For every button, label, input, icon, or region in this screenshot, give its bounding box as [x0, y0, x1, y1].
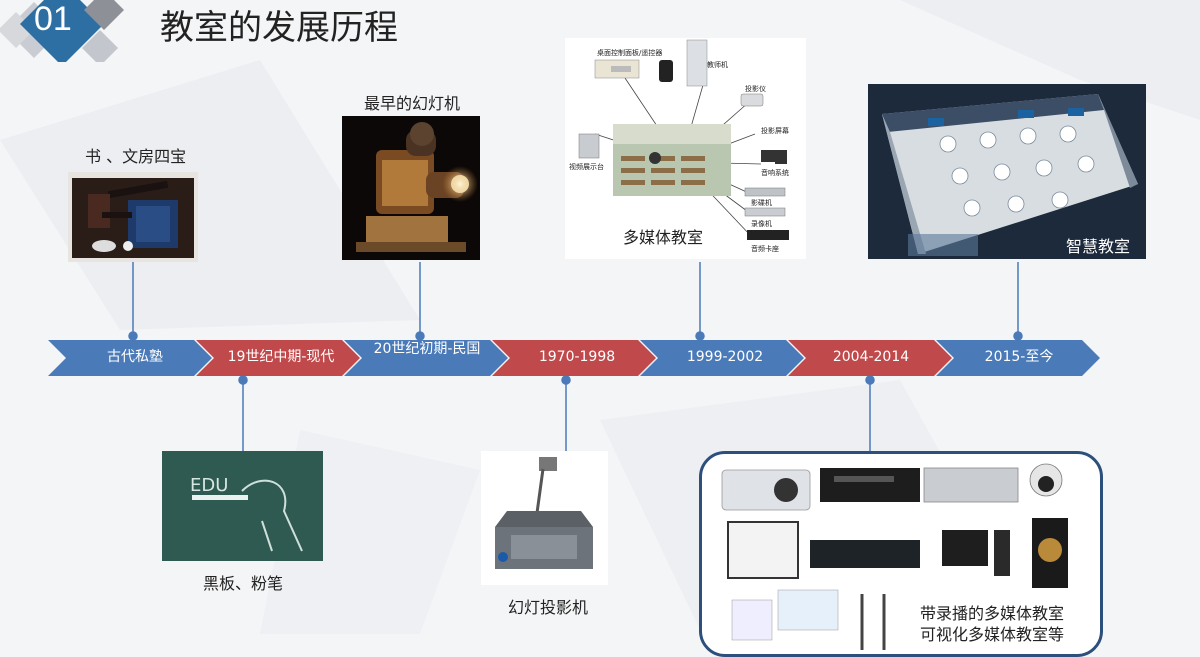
diagram-label-recorder: 录像机: [751, 220, 772, 228]
timeline-segment: [492, 340, 656, 376]
timeline-label-20th-century: 20世纪初期-民国: [373, 341, 481, 357]
caption-multimedia: 多媒体教室: [623, 228, 704, 247]
caption-smart-classroom: 智慧教室: [1066, 237, 1131, 256]
timeline-segment: [196, 340, 360, 376]
timeline-label-ancient: 古代私塾: [107, 349, 163, 365]
timeline-connectors: [128, 262, 1023, 451]
diagram-label-amp: 音频卡座: [751, 245, 779, 253]
caption-books: 书 、文房四宝: [85, 147, 187, 166]
magic-lantern-image: [342, 116, 480, 260]
timeline-label-1999: 1999-2002: [686, 349, 764, 365]
timeline-segment: [788, 340, 952, 376]
timeline-segment: [936, 340, 1100, 376]
timeline-segment: [48, 340, 212, 376]
diagram-label-visualizer: 视频展示台: [569, 163, 604, 171]
timeline-label-2004: 2004-2014: [832, 349, 910, 365]
caption-recording-line2: 可视化多媒体教室等: [920, 625, 1065, 644]
diagram-label-screen: 投影屏幕: [761, 127, 789, 135]
timeline-bar: [48, 340, 1100, 376]
diagram-label-teacher-pc: 教师机: [707, 61, 728, 69]
diagram-label-vcr: 影碟机: [751, 199, 772, 207]
overhead-projector-image: [481, 451, 608, 585]
smart-classroom-image: 智慧教室: [868, 84, 1146, 259]
diagram-label-projector: 投影仪: [745, 85, 766, 93]
caption-overhead-projector: 幻灯投影机: [508, 598, 589, 617]
caption-blackboard: 黑板、粉笔: [203, 574, 284, 593]
section-number: 01: [34, 0, 72, 38]
caption-early-projector: 最早的幻灯机: [364, 94, 461, 113]
recording-classroom-panel: 带录播的多媒体教室 可视化多媒体教室等: [699, 451, 1103, 657]
diagram-label-desk-control: 桌面控制面板/遥控器: [597, 49, 663, 57]
section-badge: [0, 0, 124, 62]
timeline-label-1970: 1970-1998: [538, 349, 616, 365]
page-title: 教室的发展历程: [160, 8, 398, 48]
multimedia-classroom-diagram: 桌面控制面板/遥控器 教师机 投影仪 投影屏幕 视频展示台 音响系统 影碟机 录…: [565, 38, 806, 259]
timeline-segment: [640, 340, 804, 376]
four-treasures-image: [68, 172, 198, 262]
blackboard-image: EDU: [162, 451, 323, 561]
caption-recording-line1: 带录播的多媒体教室: [920, 604, 1065, 623]
timeline-label-19th-century: 19世纪中期-现代: [227, 349, 335, 365]
timeline-label-2015: 2015-至今: [984, 349, 1054, 365]
chalk-text: EDU: [190, 475, 228, 496]
diagram-label-audio: 音响系统: [761, 169, 789, 177]
timeline-segment: [344, 340, 508, 376]
